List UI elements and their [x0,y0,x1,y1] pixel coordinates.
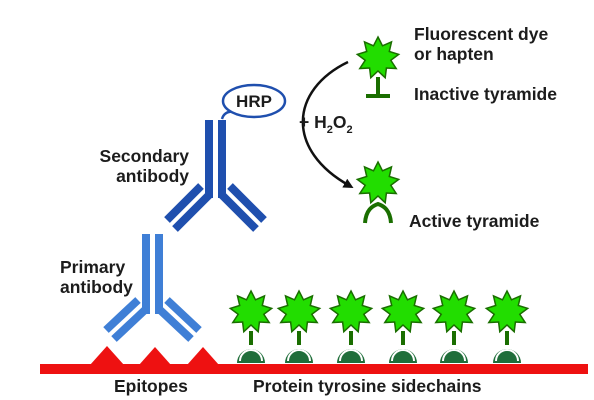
sidechains-label: Protein tyrosine sidechains [253,376,482,396]
primary-antibody-label-1: Primary [60,257,125,277]
epitope [187,347,219,365]
tyramide-deposits [228,289,530,363]
fluorescent-dye-icon [355,160,401,205]
deposit [328,289,374,363]
deposit [276,289,322,363]
inactive-tyramide [355,35,401,98]
fluorescent-dye-label: Fluorescent dye [414,24,548,44]
epitopes [90,346,219,365]
primary-antibody-label-2: antibody [60,277,133,297]
reaction-arrow [301,60,354,188]
deposit [228,289,274,363]
primary-antibody [103,234,202,342]
inactive-tyramide-label: Inactive tyramide [414,84,557,104]
hrp-enzyme: HRP [220,83,287,120]
secondary-antibody-label-2: antibody [116,166,189,186]
protein-membrane [40,364,588,374]
deposit [431,289,477,363]
epitopes-label: Epitopes [114,376,188,396]
hrp-label: HRP [236,92,272,111]
epitope [139,347,171,365]
reaction-label: + H2O2 [299,112,353,136]
deposit [380,289,426,363]
epitope [90,346,124,365]
deposit [484,289,530,363]
fluorescent-dye-icon [355,35,401,80]
hapten-label: or hapten [414,44,494,64]
secondary-antibody-label-1: Secondary [100,146,190,166]
active-tyramide [355,160,401,224]
secondary-antibody [164,120,267,232]
active-tyramide-label: Active tyramide [409,211,540,231]
